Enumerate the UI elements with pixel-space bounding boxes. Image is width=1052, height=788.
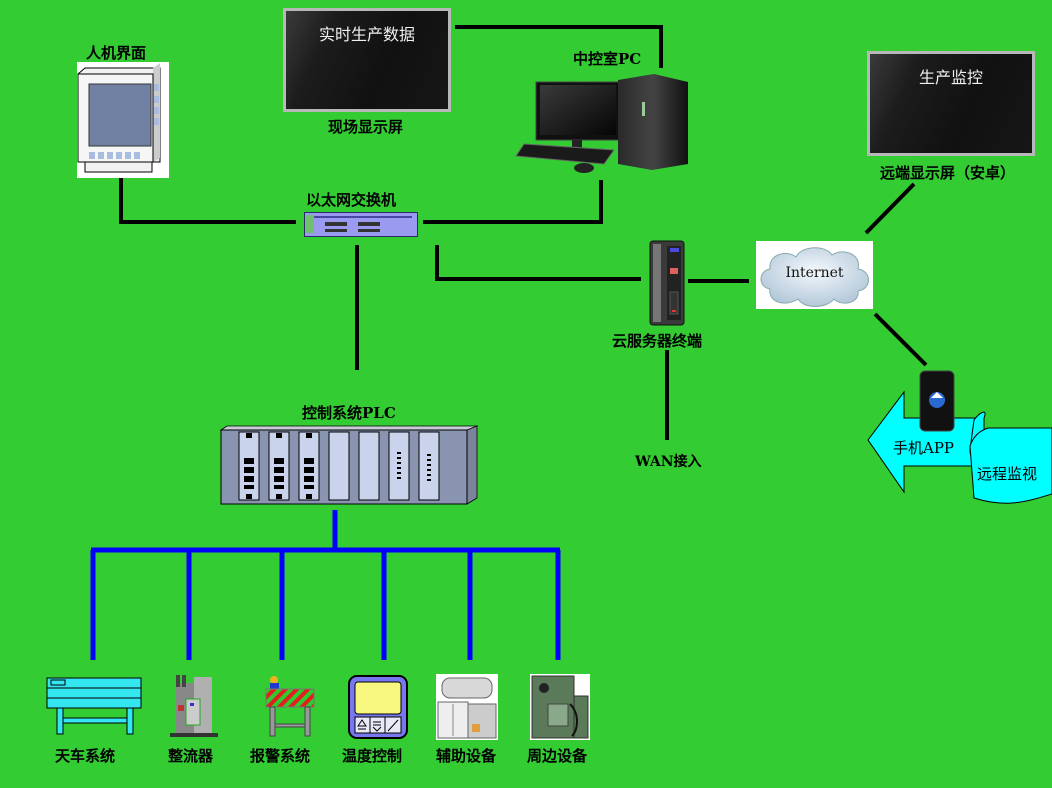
cloud-server-label: 云服务器终端 — [612, 332, 703, 350]
hmi-label: 人机界面 — [86, 44, 147, 62]
remote-monitor-label: 远程监视 — [977, 465, 1038, 483]
peripheral-equipment-icon[interactable] — [530, 674, 590, 740]
site-display-screen-text: 实时生产数据 — [318, 25, 415, 44]
device-label: 报警系统 — [250, 747, 311, 765]
internet-mobile-line — [873, 312, 928, 367]
remote-monitor-arrow — [867, 390, 1052, 504]
internet-label: Internet — [785, 265, 844, 281]
device-label: 周边设备 — [527, 747, 588, 765]
device-label: 整流器 — [168, 747, 214, 765]
device-label: 天车系统 — [55, 747, 116, 765]
auxiliary-equipment-icon[interactable] — [436, 674, 498, 740]
rectifier-icon[interactable] — [168, 673, 220, 739]
internet-remote-display-line — [864, 182, 916, 235]
plc-rack-icon[interactable] — [219, 424, 481, 506]
blade-server-icon[interactable] — [649, 240, 685, 326]
plc-label: 控制系统PLC — [302, 404, 396, 422]
hmi-panel-icon[interactable] — [77, 62, 169, 178]
cloud-icon — [760, 247, 869, 307]
site-display-screen[interactable]: 实时生产数据 — [283, 8, 451, 112]
display-pc-line — [455, 25, 663, 68]
network-switch-icon[interactable] — [304, 212, 418, 237]
desktop-pc-icon[interactable] — [514, 72, 690, 178]
switch-pc-line — [423, 180, 603, 224]
mobile-app-label: 手机APP — [893, 439, 955, 457]
site-display-label: 现场显示屏 — [328, 118, 404, 136]
hmi-switch-line — [119, 178, 296, 224]
crane-icon[interactable] — [45, 676, 143, 736]
device-label: 温度控制 — [342, 747, 403, 765]
remote-display-screen-text: 生产监控 — [918, 68, 983, 87]
device-label: 辅助设备 — [436, 747, 497, 765]
wan-label: WAN接入 — [635, 454, 702, 470]
smartphone-icon[interactable] — [919, 370, 955, 432]
remote-display-label: 远端显示屏（安卓） — [880, 164, 1016, 182]
remote-display-screen[interactable]: 生产监控 — [867, 51, 1035, 156]
alarm-barrier-icon[interactable] — [264, 674, 316, 738]
switch-label: 以太网交换机 — [306, 191, 397, 209]
switch-server-line — [435, 245, 641, 281]
internet-cloud[interactable]: Internet — [756, 241, 873, 309]
temperature-controller-icon[interactable] — [347, 674, 409, 740]
control-pc-label: 中控室PC — [573, 50, 642, 68]
